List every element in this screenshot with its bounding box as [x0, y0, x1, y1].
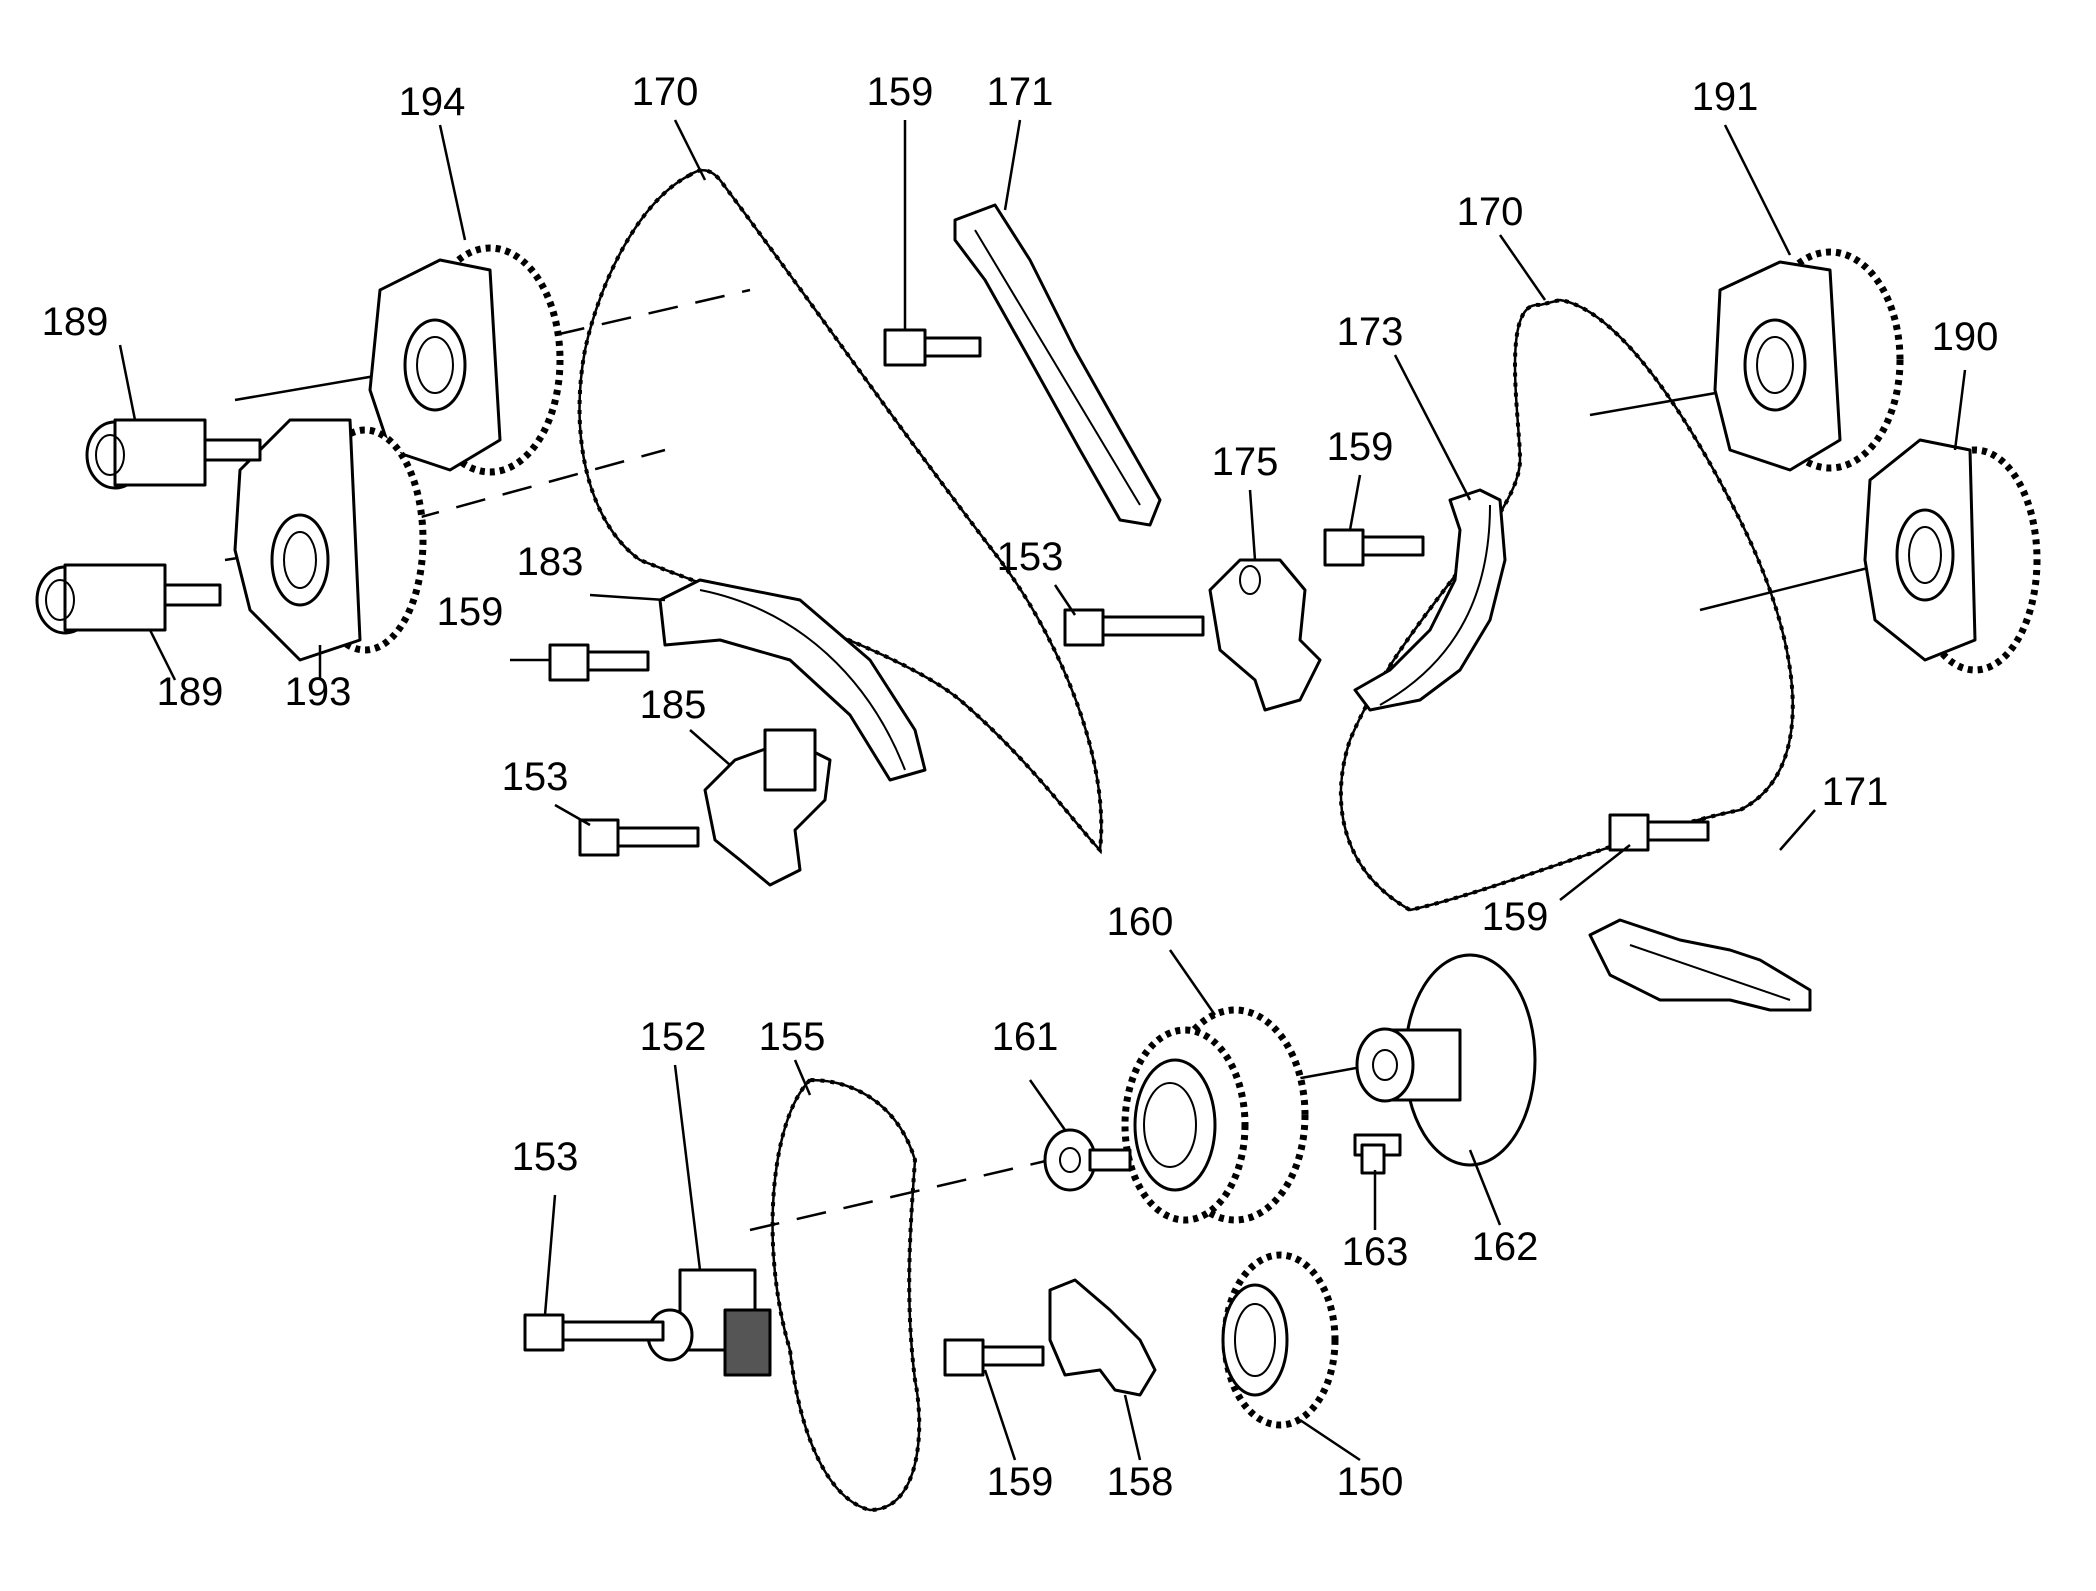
right-timing-chain-170	[1338, 297, 1795, 913]
chain-guide-183	[658, 578, 927, 782]
primary-chain-guide-158	[1048, 1278, 1157, 1397]
callout-159-right-guide: 159	[1327, 425, 1394, 469]
callout-170-left: 170	[632, 70, 699, 114]
chain-guide-171-upper	[953, 203, 1162, 527]
callout-153-left: 153	[502, 755, 569, 799]
primary-timing-chain-155	[770, 1077, 922, 1513]
callout-185: 185	[640, 683, 707, 727]
crank-washer-161	[1043, 1128, 1132, 1192]
callout-183: 183	[517, 540, 584, 584]
callout-194: 194	[399, 80, 466, 124]
chain-tensioner-185	[703, 728, 832, 887]
camshaft-bolt-189-upper	[85, 418, 262, 490]
callout-191: 191	[1692, 75, 1759, 119]
bolt-163	[1353, 1133, 1402, 1175]
camshaft-sprocket-193	[233, 418, 427, 662]
callout-152: 152	[640, 1015, 707, 1059]
camshaft-sprocket-194	[368, 244, 564, 476]
chain-tensioner-175	[1208, 558, 1322, 712]
callout-189-lower: 189	[157, 670, 224, 714]
callout-153-primary: 153	[512, 1135, 579, 1179]
callout-159-left-guide: 159	[437, 590, 504, 634]
callout-160: 160	[1107, 900, 1174, 944]
callout-161: 161	[992, 1015, 1059, 1059]
callout-175: 175	[1212, 440, 1279, 484]
callout-163: 163	[1342, 1230, 1409, 1274]
callout-155: 155	[759, 1015, 826, 1059]
primary-chain-tensioner-152	[646, 1268, 772, 1377]
bolt-159-primary-guide	[943, 1338, 1045, 1377]
callout-171-upper: 171	[987, 70, 1054, 114]
callout-159-primary-guide: 159	[987, 1460, 1054, 1504]
leader-lines	[118, 119, 1967, 1462]
camshaft-sprocket-190	[1863, 438, 2041, 674]
callout-158: 158	[1107, 1460, 1174, 1504]
callout-170-right: 170	[1457, 190, 1524, 234]
callout-153-right: 153	[997, 535, 1064, 579]
chain-guide-171-lower	[1588, 918, 1812, 1012]
callout-189-upper: 189	[42, 300, 109, 344]
crank-sprocket-150	[1221, 1251, 1339, 1429]
bolt-153-right-tensioner	[1063, 608, 1205, 647]
bolt-159-lower-guide	[1608, 813, 1710, 852]
bolt-159-right-guide	[1323, 528, 1425, 567]
camshaft-sprocket-191	[1713, 248, 1904, 472]
callout-171-lower: 171	[1822, 770, 1889, 814]
bolt-153-primary-tensioner	[523, 1313, 665, 1352]
callout-159-lower-guide: 159	[1482, 895, 1549, 939]
left-timing-chain-170	[577, 168, 1104, 855]
callout-159-top: 159	[867, 70, 934, 114]
callout-190: 190	[1932, 315, 1999, 359]
bolt-159-left-guide	[548, 643, 650, 682]
chain-guide-173	[1353, 488, 1507, 712]
callouts: 194 170 159 171 191 170 189 173 190 175 …	[42, 70, 1999, 1504]
bolt-153-left-tensioner	[578, 818, 700, 857]
bolt-159-top	[883, 328, 982, 367]
camshaft-bolt-189-lower	[35, 563, 222, 635]
callout-173: 173	[1337, 310, 1404, 354]
callout-193: 193	[285, 670, 352, 714]
idler-shaft-162	[1355, 953, 1537, 1167]
callout-150: 150	[1337, 1460, 1404, 1504]
crank-sprocket-160	[1121, 1006, 1309, 1224]
callout-162: 162	[1472, 1225, 1539, 1269]
